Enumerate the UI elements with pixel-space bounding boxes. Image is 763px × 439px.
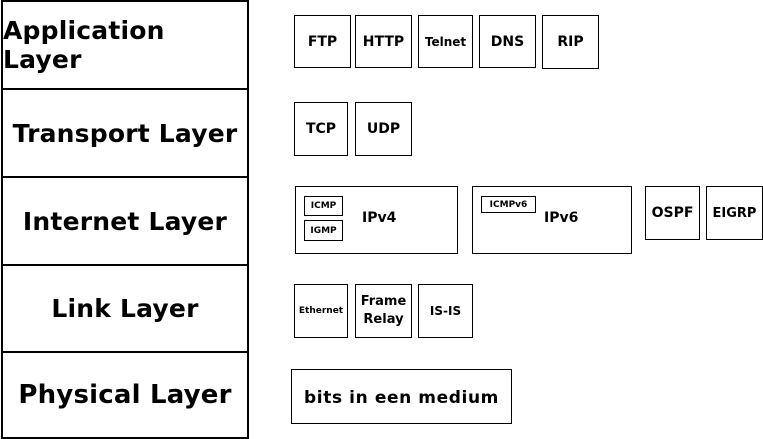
protocol-telnet: Telnet <box>418 15 473 68</box>
protocol-icmp: ICMP <box>304 196 343 216</box>
layer-internet: Internet Layer <box>1 176 249 266</box>
protocol-http: HTTP <box>355 15 412 68</box>
protocol-ipv4-label: IPv4 <box>362 210 397 226</box>
layer-link: Link Layer <box>1 264 249 353</box>
layer-application: Application Layer <box>1 0 249 90</box>
protocol-rip: RIP <box>542 15 599 69</box>
protocol-is-is: IS-IS <box>418 284 473 338</box>
protocol-tcp: TCP <box>294 102 348 156</box>
protocol-frame-relay: Frame Relay <box>355 284 412 338</box>
protocol-udp: UDP <box>355 102 412 156</box>
protocol-dns: DNS <box>479 15 536 68</box>
physical-medium: bits in een medium <box>291 369 512 424</box>
protocol-ipv6-group: ICMPv6 IPv6 <box>472 186 632 254</box>
layer-transport: Transport Layer <box>1 88 249 178</box>
protocol-ospf: OSPF <box>645 186 700 240</box>
protocol-eigrp: EIGRP <box>706 186 763 240</box>
protocol-ipv4-group: ICMP IGMP IPv4 <box>295 186 458 254</box>
protocol-icmpv6: ICMPv6 <box>481 196 536 213</box>
protocol-ftp: FTP <box>294 15 351 68</box>
layer-physical: Physical Layer <box>1 351 249 439</box>
protocol-ethernet: Ethernet <box>294 284 348 338</box>
protocol-ipv6-label: IPv6 <box>544 210 579 226</box>
protocol-igmp: IGMP <box>304 220 343 241</box>
